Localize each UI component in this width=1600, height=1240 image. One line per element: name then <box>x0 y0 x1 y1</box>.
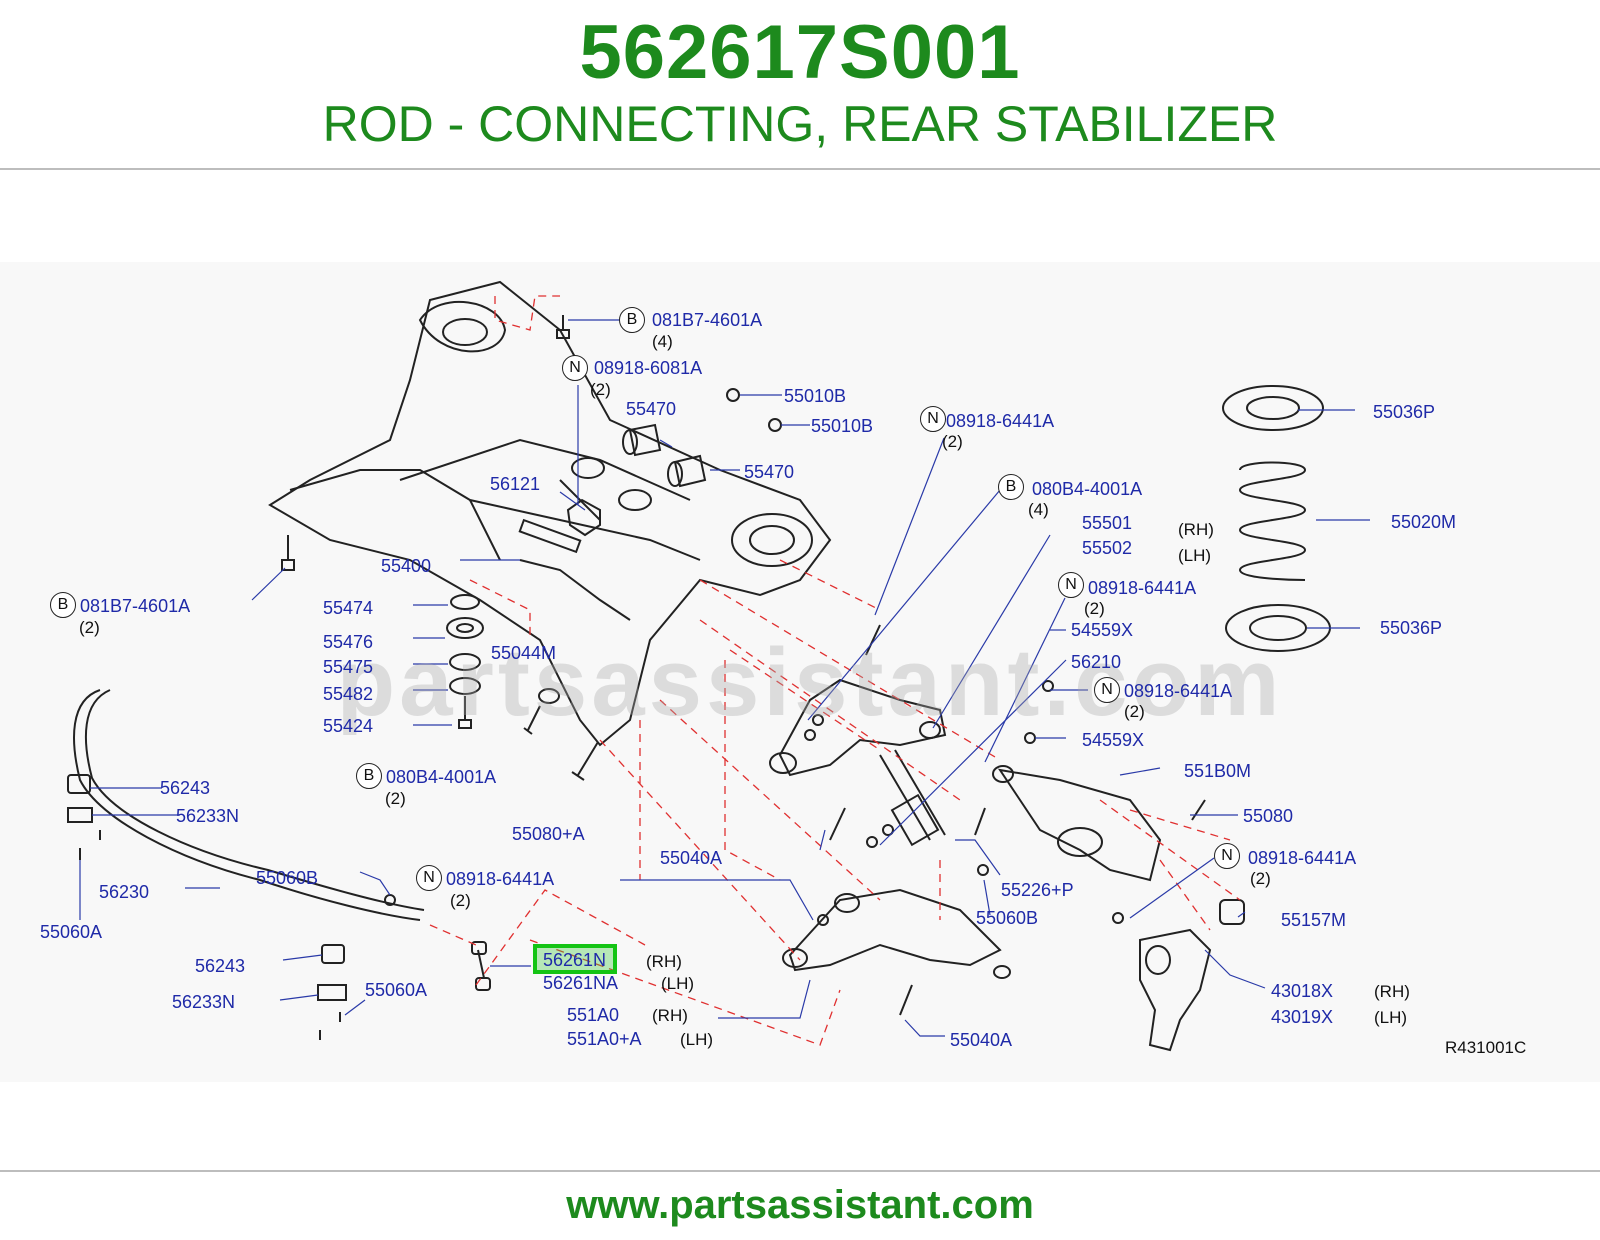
badge-n: N <box>920 406 946 432</box>
part-label-55010B[interactable]: 55010B <box>811 416 874 436</box>
header: 562617S001 ROD - CONNECTING, REAR STABIL… <box>0 0 1600 168</box>
subframe-drawing <box>268 280 832 781</box>
side-label: (RH) <box>1178 520 1214 539</box>
part-label-08918-6441A[interactable]: 08918-6441A <box>1088 578 1197 598</box>
part-label-55060A[interactable]: 55060A <box>365 980 428 1000</box>
badge-b: B <box>356 763 382 789</box>
part-label-55400[interactable]: 55400 <box>381 556 432 576</box>
spring-and-arms-drawing <box>769 385 1331 1052</box>
quantity-label: (2) <box>79 618 100 637</box>
part-name-subtitle: ROD - CONNECTING, REAR STABILIZER <box>322 96 1278 152</box>
part-label-08918-6441A[interactable]: 08918-6441A <box>1124 681 1233 701</box>
quantity-label: (2) <box>450 891 471 910</box>
part-label-56243[interactable]: 56243 <box>160 778 211 798</box>
footer-website-link[interactable]: www.partsassistant.com <box>566 1183 1034 1227</box>
footer-divider <box>0 1170 1600 1172</box>
part-label-55060B[interactable]: 55060B <box>256 868 319 888</box>
part-label-55476[interactable]: 55476 <box>323 632 374 652</box>
part-label-551A0-plus-a[interactable]: 551A0+A <box>567 1029 642 1049</box>
part-label-08918-6441A[interactable]: 08918-6441A <box>1248 848 1357 868</box>
part-label-54559X[interactable]: 54559X <box>1071 620 1134 640</box>
part-label-551B0M[interactable]: 551B0M <box>1184 761 1252 781</box>
highlighted-part-marker[interactable] <box>533 944 617 974</box>
side-label: (LH) <box>680 1030 714 1049</box>
quantity-label: (2) <box>1084 599 1105 618</box>
part-label-55482[interactable]: 55482 <box>323 684 374 704</box>
part-label-08918-6441A[interactable]: 08918-6441A <box>446 869 555 889</box>
side-label: (LH) <box>1178 546 1212 565</box>
part-label-55470[interactable]: 55470 <box>744 462 795 482</box>
side-label: (RH) <box>1374 982 1410 1001</box>
quantity-label: (2) <box>590 380 611 399</box>
quantity-label: (2) <box>385 789 406 808</box>
part-label-55157M[interactable]: 55157M <box>1281 910 1347 930</box>
part-label-55010B[interactable]: 55010B <box>784 386 847 406</box>
badge-n: N <box>1094 677 1120 703</box>
part-label-08918-6441A[interactable]: 08918-6441A <box>946 411 1055 431</box>
side-label: (LH) <box>1374 1008 1408 1027</box>
part-label-56233N[interactable]: 56233N <box>172 992 236 1012</box>
part-label-56210[interactable]: 56210 <box>1071 652 1122 672</box>
badge-n: N <box>416 865 442 891</box>
quantity-label: (2) <box>1250 869 1271 888</box>
part-label-55020M[interactable]: 55020M <box>1391 512 1457 532</box>
watermark: partsassistant.com <box>336 629 1284 736</box>
part-label-55474[interactable]: 55474 <box>323 598 374 618</box>
side-label: (RH) <box>652 1006 688 1025</box>
part-label-55080[interactable]: 55080 <box>1243 806 1294 826</box>
badge-b: B <box>50 592 76 618</box>
badge-n: N <box>562 355 588 381</box>
part-label-55502[interactable]: 55502 <box>1082 538 1133 558</box>
part-label-55475[interactable]: 55475 <box>323 657 374 677</box>
part-label-55060A[interactable]: 55060A <box>40 922 103 942</box>
part-label-081B7-4601A[interactable]: 081B7-4601A <box>80 596 191 616</box>
part-label-54559X[interactable]: 54559X <box>1082 730 1145 750</box>
part-label-55044M[interactable]: 55044M <box>491 643 557 663</box>
header-divider <box>0 168 1600 170</box>
part-label-08918-6081A[interactable]: 08918-6081A <box>594 358 703 378</box>
part-label-080B4-4001A[interactable]: 080B4-4001A <box>1032 479 1143 499</box>
part-label-55226-plus-p[interactable]: 55226+P <box>1001 880 1074 900</box>
part-label-55501[interactable]: 55501 <box>1082 513 1133 533</box>
part-label-55470[interactable]: 55470 <box>626 399 677 419</box>
leader-lines <box>79 319 1370 1037</box>
part-label-080B4-4001A[interactable]: 080B4-4001A <box>386 767 497 787</box>
badge-n: N <box>1058 572 1084 598</box>
badge-n: N <box>1214 843 1240 869</box>
badge-b: B <box>619 307 645 333</box>
side-label: (LH) <box>661 974 695 993</box>
stabilizer-bar-drawing <box>67 689 491 1040</box>
part-number-title: 562617S001 <box>579 10 1021 95</box>
quantity-label: (2) <box>942 432 963 451</box>
part-label-43019X[interactable]: 43019X <box>1271 1007 1334 1027</box>
diagram-reference-code: R431001C <box>1445 1038 1527 1057</box>
part-label-55424[interactable]: 55424 <box>323 716 374 736</box>
part-label-55060B[interactable]: 55060B <box>976 908 1039 928</box>
part-label-56233N[interactable]: 56233N <box>176 806 240 826</box>
part-label-551A0[interactable]: 551A0 <box>567 1005 620 1025</box>
side-label: (RH) <box>646 952 682 971</box>
part-label-43018X[interactable]: 43018X <box>1271 981 1334 1001</box>
badge-b: B <box>998 474 1024 500</box>
part-label-56121[interactable]: 56121 <box>490 474 541 494</box>
quantity-label: (4) <box>1028 500 1049 519</box>
part-label-56243[interactable]: 56243 <box>195 956 246 976</box>
quantity-label: (4) <box>652 332 673 351</box>
part-label-56230[interactable]: 56230 <box>99 882 150 902</box>
part-label-55036P[interactable]: 55036P <box>1373 402 1436 422</box>
part-label-56261N[interactable]: 56261N <box>543 950 607 970</box>
part-label-56261NA[interactable]: 56261NA <box>543 973 619 993</box>
dashed-guide-lines <box>429 295 1241 1046</box>
part-label-55040A[interactable]: 55040A <box>950 1030 1013 1050</box>
part-label-55080-plus-a[interactable]: 55080+A <box>512 824 585 844</box>
part-label-081B7-4601A[interactable]: 081B7-4601A <box>652 310 763 330</box>
quantity-label: (2) <box>1124 702 1145 721</box>
part-label-55040A[interactable]: 55040A <box>660 848 723 868</box>
part-label-55036P[interactable]: 55036P <box>1380 618 1443 638</box>
